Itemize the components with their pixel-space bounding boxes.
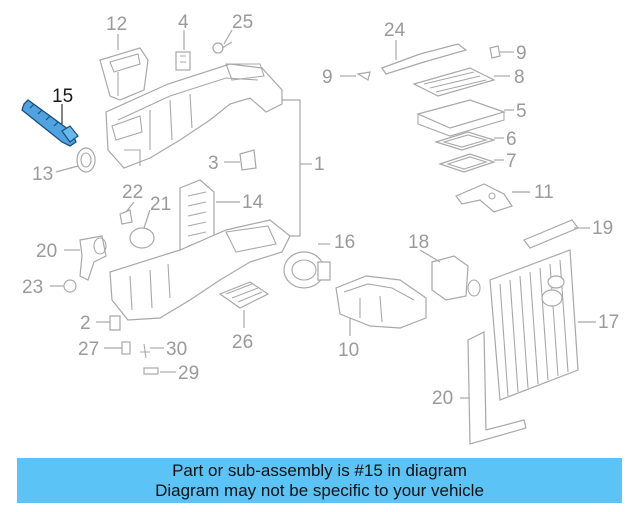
callout-11: 12 xyxy=(106,14,127,35)
part-24 xyxy=(63,279,77,293)
callout-25: 24 xyxy=(384,20,406,41)
part-9-left xyxy=(356,71,371,81)
callout-18: 18 xyxy=(408,232,429,253)
part-9-right xyxy=(489,45,501,59)
callout-24: 23 xyxy=(22,277,43,298)
part-30 xyxy=(140,343,150,359)
callout-21: 20 xyxy=(36,241,57,262)
callout-20: 20 xyxy=(432,388,453,409)
callout-13: 14 xyxy=(242,192,264,213)
banner-line-1: Part or sub-assembly is #15 in diagram xyxy=(172,460,467,480)
callout-29: 29 xyxy=(178,363,199,384)
callout-8: 8 xyxy=(514,67,525,88)
part-28 xyxy=(121,341,131,355)
part-27 xyxy=(218,281,270,309)
callout-9-right: 9 xyxy=(516,43,527,64)
callout-28: 27 xyxy=(78,339,99,360)
callout-17: 17 xyxy=(598,312,619,333)
callout-22: 21 xyxy=(150,194,171,215)
banner-line-2: Diagram may not be specific to your vehi… xyxy=(155,480,484,500)
callout-27: 26 xyxy=(232,332,253,353)
callout-23: 22 xyxy=(122,182,143,203)
part-16 xyxy=(283,251,331,289)
callout-14: 13 xyxy=(32,164,53,185)
callout-1: 1 xyxy=(314,154,325,175)
part-11 xyxy=(99,47,149,101)
part-22 xyxy=(129,227,155,249)
callout-7: 7 xyxy=(506,151,517,172)
part-3 xyxy=(239,149,257,171)
part-7 xyxy=(438,153,496,173)
callout-26: 25 xyxy=(232,12,253,33)
part-5 xyxy=(416,99,506,137)
callout-12: 11 xyxy=(534,182,554,203)
parts-diagram: 15 13 12 4 25 1 3 xyxy=(21,12,619,445)
part-14 xyxy=(76,147,96,173)
part-15-highlighted[interactable] xyxy=(21,99,79,147)
part-23 xyxy=(119,209,133,225)
part-29 xyxy=(143,367,159,375)
callout-2: 2 xyxy=(80,313,91,334)
part-8 xyxy=(412,67,496,97)
part-19 xyxy=(523,219,579,249)
callout-30: 30 xyxy=(166,339,187,360)
part-6 xyxy=(433,131,497,151)
callout-15: 15 xyxy=(52,86,73,107)
info-banner: Part or sub-assembly is #15 in diagram D… xyxy=(17,458,622,503)
callout-6: 6 xyxy=(506,129,517,150)
part-21 xyxy=(79,235,107,281)
callout-4: 4 xyxy=(178,12,189,33)
part-18 xyxy=(431,255,481,301)
part-4 xyxy=(175,51,191,71)
callout-10: 10 xyxy=(338,340,359,361)
callout-19: 19 xyxy=(592,218,613,239)
part-20 xyxy=(467,331,527,445)
part-26 xyxy=(212,41,233,54)
part-2 xyxy=(109,315,121,331)
callout-5: 5 xyxy=(516,101,527,122)
heater-housing-lower xyxy=(109,219,291,321)
part-17 xyxy=(489,249,579,401)
part-12 xyxy=(455,183,513,213)
callout-9-left: 9 xyxy=(322,67,333,88)
heater-housing-upper xyxy=(105,63,283,169)
callout-3: 3 xyxy=(208,153,219,174)
callout-16: 16 xyxy=(334,232,355,253)
part-25 xyxy=(381,43,468,75)
